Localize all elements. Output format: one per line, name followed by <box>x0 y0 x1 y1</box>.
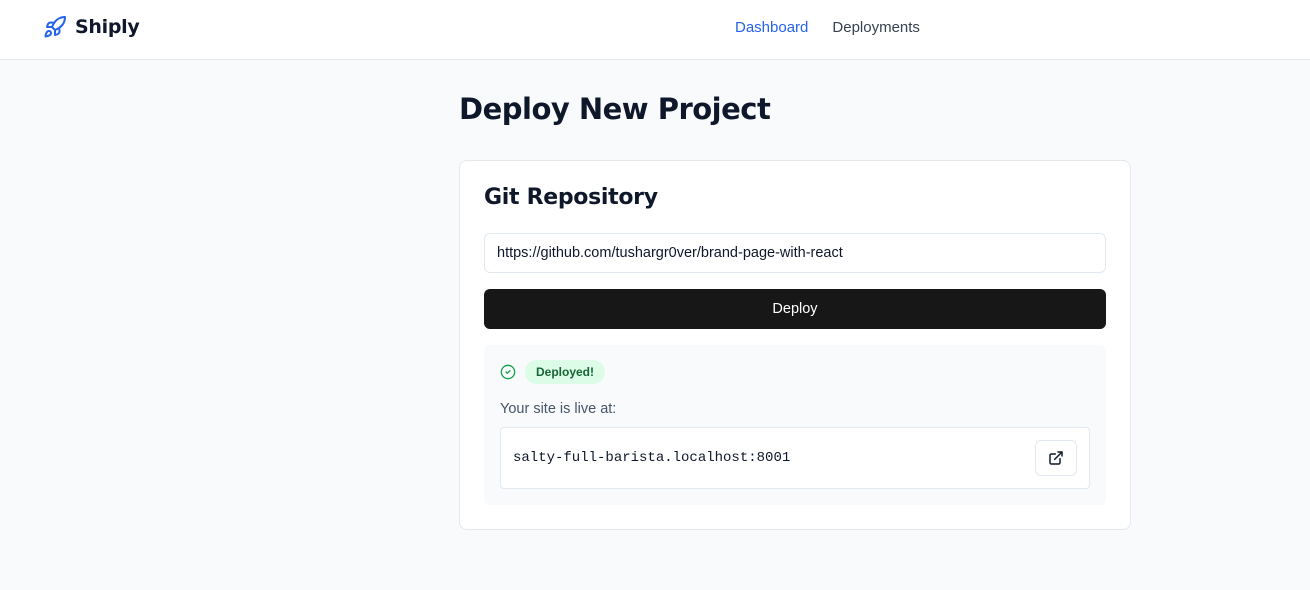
live-url[interactable]: salty-full-barista.localhost:8001 <box>513 450 791 466</box>
repo-url-input[interactable] <box>484 233 1106 273</box>
brand[interactable]: Shiply <box>43 15 140 39</box>
external-link-icon <box>1049 451 1063 465</box>
open-site-button[interactable] <box>1035 440 1077 476</box>
live-label: Your site is live at: <box>500 401 617 417</box>
live-url-box: salty-full-barista.localhost:8001 <box>500 427 1090 489</box>
page-title: Deploy New Project <box>459 92 771 126</box>
brand-name: Shiply <box>75 16 140 38</box>
git-repository-card: Git Repository Deploy Deployed! Your sit… <box>459 160 1131 530</box>
card-title: Git Repository <box>484 185 658 210</box>
nav-link-deployments[interactable]: Deployments <box>832 19 920 36</box>
status-row: Deployed! <box>500 360 606 384</box>
deploy-button[interactable]: Deploy <box>484 289 1106 329</box>
nav-link-dashboard[interactable]: Dashboard <box>735 19 809 36</box>
top-navbar: Shiply Dashboard Deployments <box>0 0 1310 60</box>
status-badge: Deployed! <box>525 360 606 384</box>
nav-links: Dashboard Deployments <box>735 19 920 36</box>
check-circle-icon <box>500 364 516 380</box>
deploy-result-panel: Deployed! Your site is live at: salty-fu… <box>484 345 1106 505</box>
rocket-icon <box>44 15 66 38</box>
